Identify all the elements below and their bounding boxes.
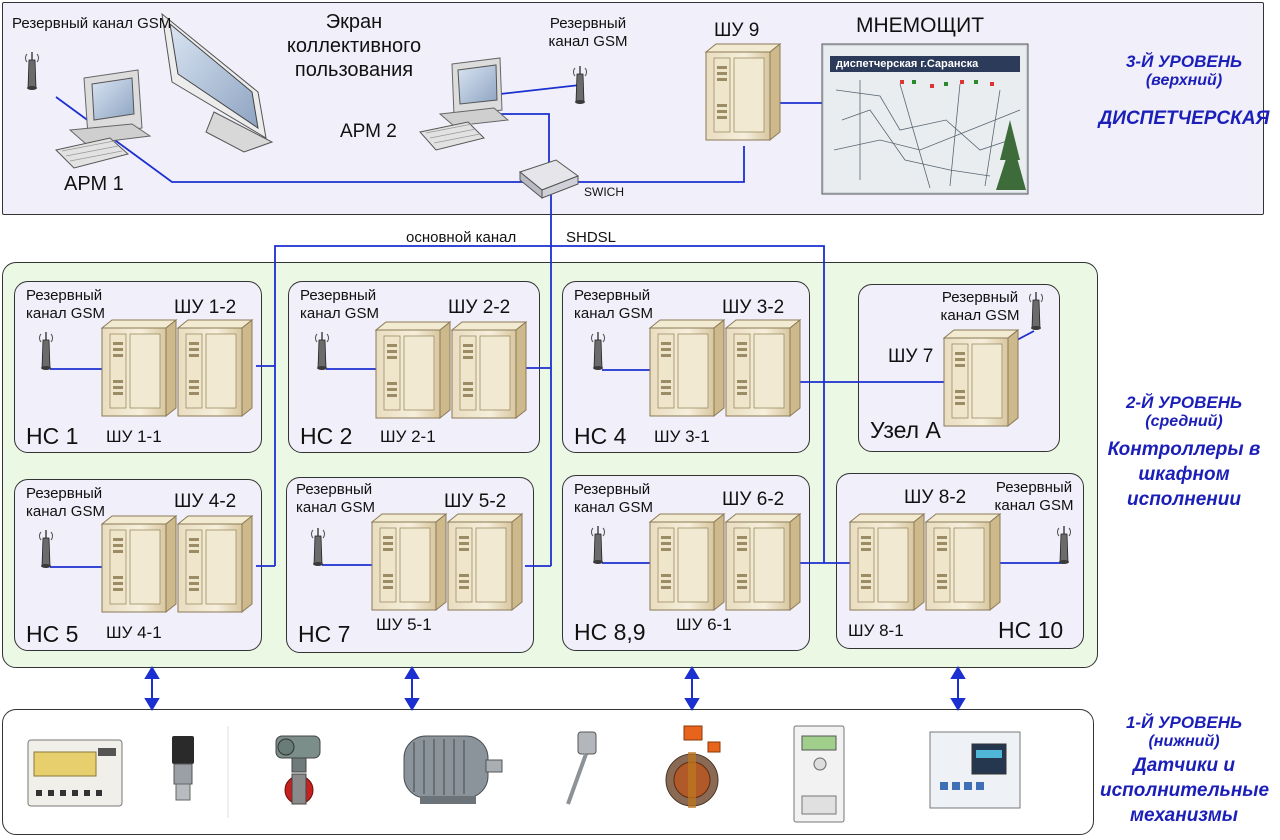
cell-gsm-label: Резервный канал GSM: [26, 485, 105, 520]
mnemonic-board-title: МНЕМОЩИТ: [856, 14, 985, 37]
cell-shu-label: ШУ 2-1: [380, 427, 436, 446]
gsm-label-arm1: Резервный канал GSM: [12, 15, 172, 32]
dispatch-level-panel: [2, 2, 1264, 215]
electricity-meter-icon: [793, 725, 845, 823]
cell-shu-label: ШУ 3-2: [722, 297, 785, 318]
cell-shu-label: ШУ 4-1: [106, 623, 162, 642]
cell-gsm-label: Резервный канал GSM: [300, 287, 379, 322]
cell-shu-label: ШУ 3-1: [654, 427, 710, 446]
collective-screen-label: Экран коллективного пользования: [286, 11, 422, 81]
arm2-label: АРМ 2: [340, 121, 397, 142]
collective-screen-icon: [161, 12, 274, 153]
level2-title: 2-Й УРОВЕНЬ: [1125, 393, 1243, 412]
cell-gsm-label: Резервный канал GSM: [994, 479, 1074, 514]
cell-shu-label: ШУ 1-1: [106, 427, 162, 446]
cell-station-label: НС 2: [300, 423, 353, 449]
workstation-arm2-icon: [419, 57, 510, 151]
cell-gsm-label: Резервный канал GSM: [574, 481, 653, 516]
pressure-sensor-icon: [172, 736, 194, 801]
level1-description: 1-Й УРОВЕНЬ (нижний) Датчики и исполните…: [1100, 713, 1270, 828]
shu9-label: ШУ 9: [714, 20, 760, 41]
cell-shu-label: ШУ 8-1: [848, 621, 904, 640]
butterfly-valve-icon: [665, 725, 721, 808]
valve-actuator-icon: [275, 735, 321, 805]
cabinet-shu9-icon: [705, 43, 781, 141]
cell-shu-label: ШУ 6-2: [722, 489, 785, 510]
cabinet-shu8-1-icon: [849, 513, 925, 611]
mnemonic-board-sign: диспетчерская г.Саранска: [836, 58, 979, 70]
cabinet-shu1-1-icon: [101, 319, 177, 417]
level1-subtitle: (нижний): [1148, 733, 1220, 750]
cell-station-label: НС 4: [574, 423, 627, 449]
sensor-module-icon: [27, 739, 123, 807]
cabinet-shu7-icon: [943, 329, 1019, 427]
cell-gsm-label: Резервный канал GSM: [26, 287, 105, 322]
cabinet-shu4-2-icon: [177, 515, 253, 613]
cabinet-shu6-2-icon: [725, 513, 801, 611]
switch-label: SWICH: [584, 185, 624, 199]
relay-protection-unit-icon: [929, 731, 1021, 809]
cell-shu-label: ШУ 2-2: [448, 297, 511, 318]
level3-name: ДИСПЕТЧЕРСКАЯ: [1098, 108, 1270, 129]
level3-subtitle: (верхний): [1145, 72, 1223, 89]
level2-description: 2-Й УРОВЕНЬ (средний) Контроллеры в шкаф…: [1100, 393, 1268, 512]
shdsl-label: SHDSL: [566, 229, 617, 246]
cell-shu-label: ШУ 7: [888, 346, 934, 367]
cell-station-label: НС 8,9: [574, 619, 646, 645]
cell-gsm-label: Резервный канал GSM: [940, 289, 1020, 324]
cabinet-shu1-2-icon: [177, 319, 253, 417]
cell-shu-label: ШУ 6-1: [676, 615, 732, 634]
cell-gsm-label: Резервный канал GSM: [574, 287, 653, 322]
arm1-label: АРМ 1: [64, 173, 124, 195]
electric-motor-icon: [403, 735, 503, 804]
cell-gsm-label: Резервный канал GSM: [296, 481, 375, 516]
cell-shu-label: ШУ 4-2: [174, 491, 237, 512]
cell-station-label: Узел А: [870, 417, 941, 443]
workstation-arm1-icon: [55, 69, 152, 169]
level3-title: 3-Й УРОВЕНЬ: [1125, 52, 1243, 71]
cabinet-shu3-1-icon: [649, 319, 725, 417]
cabinet-shu5-1-icon: [371, 513, 447, 611]
cell-station-label: НС 1: [26, 423, 79, 449]
cell-station-label: НС 5: [26, 621, 79, 647]
cabinet-shu2-1-icon: [375, 321, 451, 419]
cabinet-shu8-2-icon: [925, 513, 1001, 611]
cell-station-label: НС 10: [998, 617, 1064, 643]
level2-name: Контроллеры в шкафном исполнении: [1107, 439, 1261, 510]
cell-shu-label: ШУ 5-2: [444, 491, 507, 512]
cell-shu-label: ШУ 5-1: [376, 615, 432, 634]
cell-station-label: НС 7: [298, 621, 351, 647]
cabinet-shu2-2-icon: [451, 321, 527, 419]
cabinet-shu3-2-icon: [725, 319, 801, 417]
level3-description: 3-Й УРОВЕНЬ (верхний) ДИСПЕТЧЕРСКАЯ: [1096, 52, 1272, 131]
level1-title: 1-Й УРОВЕНЬ: [1125, 713, 1243, 732]
cabinet-shu6-1-icon: [649, 513, 725, 611]
main-channel-label: основной канал: [406, 229, 517, 246]
level-arrows: [144, 666, 966, 711]
level1-name: Датчики и исполнительные механизмы: [1100, 755, 1270, 826]
cabinet-shu5-2-icon: [447, 513, 523, 611]
network-switch-icon: [518, 159, 580, 200]
cabinet-shu4-1-icon: [101, 515, 177, 613]
temperature-probe-icon: [566, 731, 597, 805]
level2-subtitle: (средний): [1145, 413, 1223, 430]
cell-shu-label: ШУ 8-2: [904, 487, 967, 508]
mnemonic-board-image: [821, 43, 1029, 195]
cell-shu-label: ШУ 1-2: [174, 297, 237, 318]
gsm-label-arm2: Резервный канал GSM: [548, 15, 628, 50]
